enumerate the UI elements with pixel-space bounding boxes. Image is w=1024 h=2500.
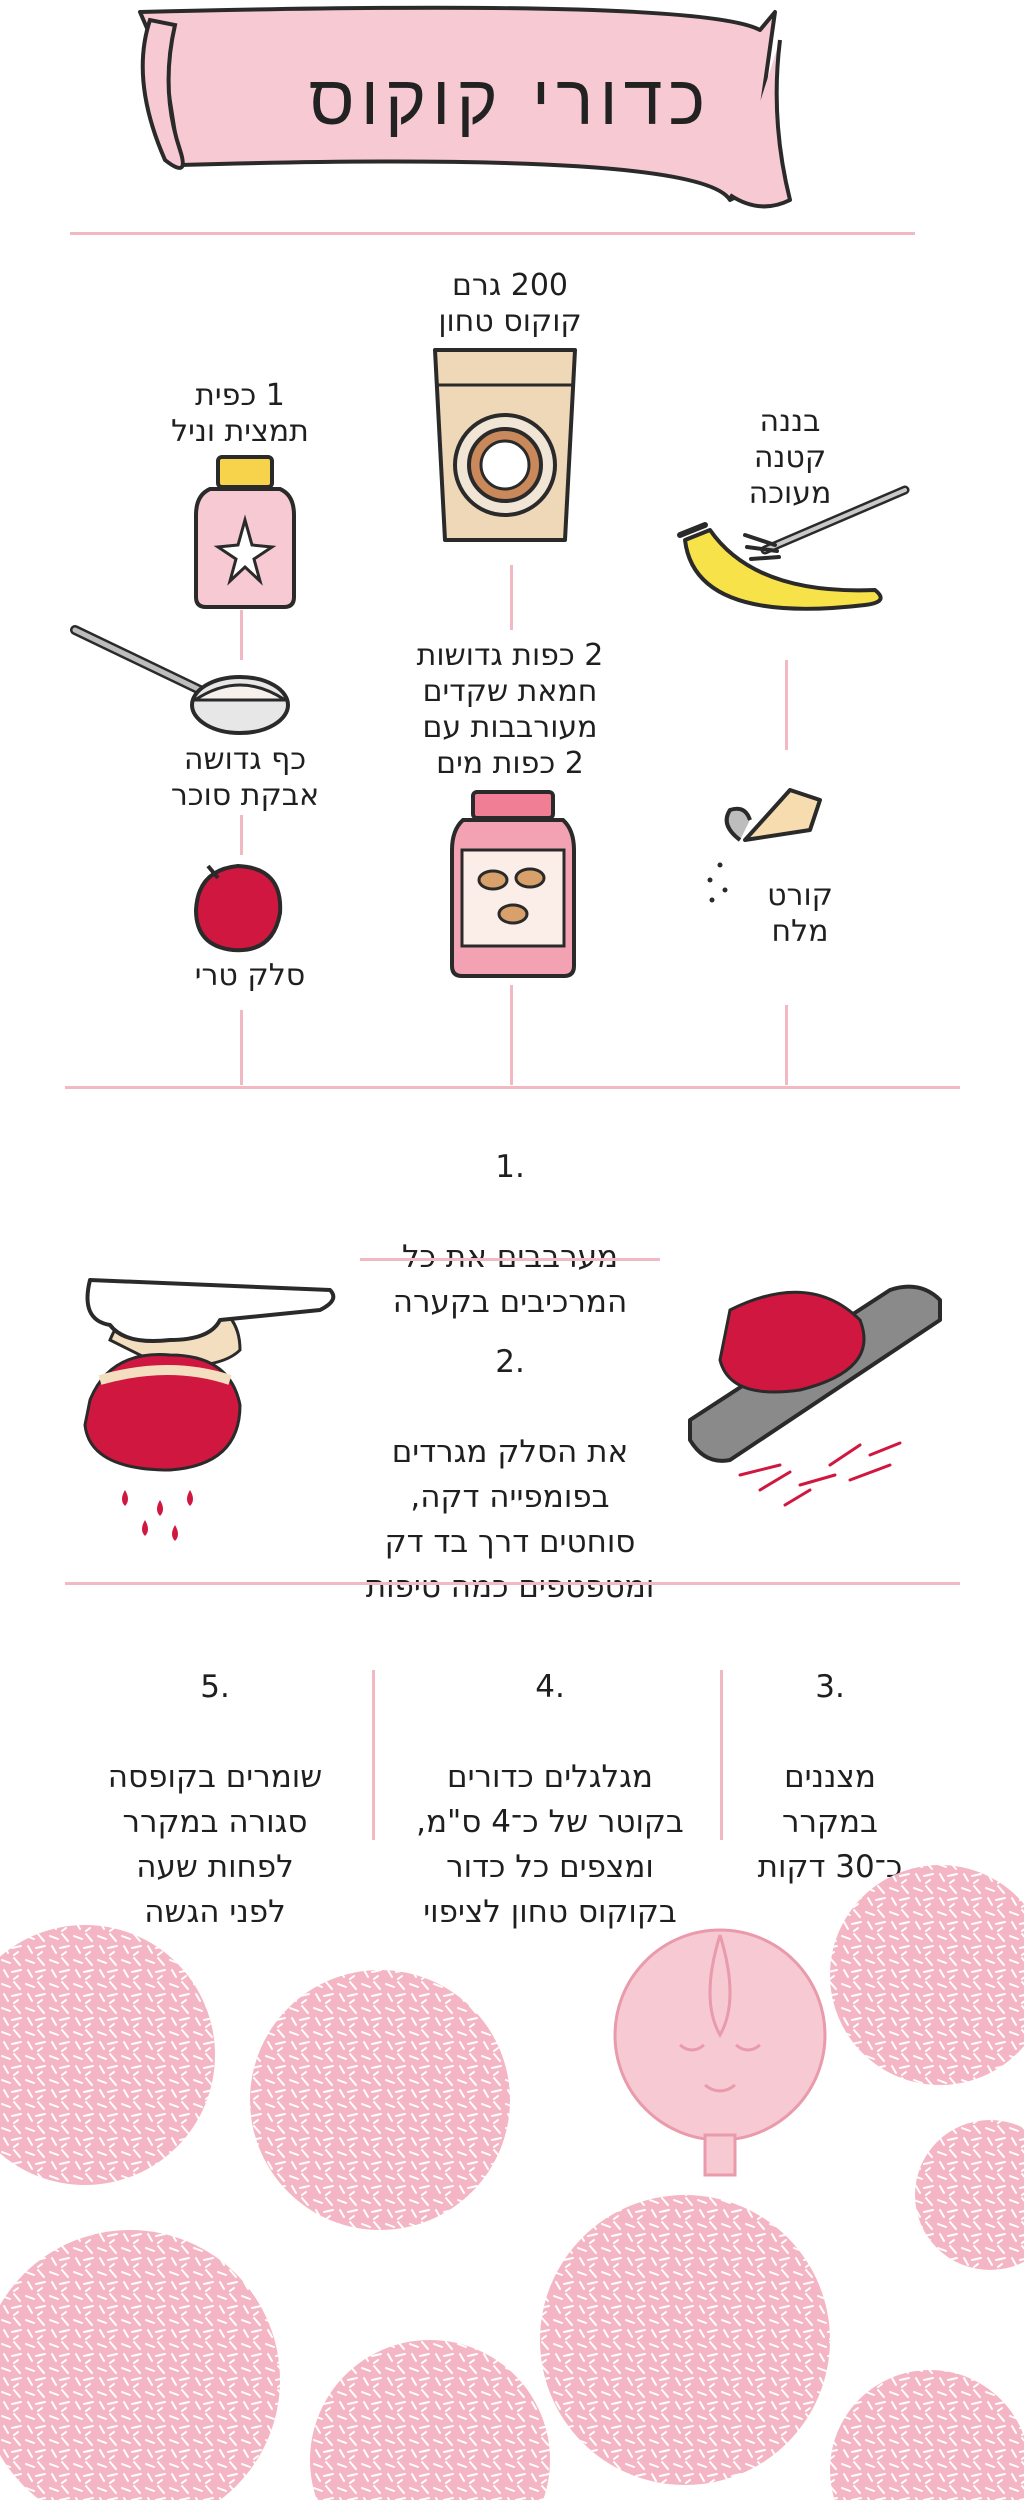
divider <box>785 1005 788 1085</box>
ingredient-banana-label: בננה קטנה מעוכה <box>748 404 832 511</box>
divider <box>360 1258 660 1261</box>
divider <box>510 985 513 1085</box>
step-number: .4 <box>535 1669 565 1705</box>
coconut-ball-icon <box>0 2230 280 2500</box>
coconut-ball-icon <box>830 1865 1024 2085</box>
vanilla-bottle-icon <box>194 455 296 609</box>
coconut-ball-icon <box>250 1970 510 2230</box>
step-2: .2 את הסלק מגרדים בפומפייה דקה, סוחטים ד… <box>330 1295 690 1610</box>
girl-face-icon <box>613 1928 827 2177</box>
beet-icon <box>193 863 283 953</box>
coconut-ball-icon <box>310 2340 550 2500</box>
step-text: מערבבים את כל המרכיבים בקערה <box>392 1239 628 1320</box>
divider <box>372 1670 375 1840</box>
grater-icon <box>688 1284 942 1507</box>
banana-fork-icon <box>677 485 910 611</box>
almond-jar-icon <box>450 790 576 978</box>
step-text: מגלגלים כדורים בקוטר של כ־4 ס"מ, ומצפים … <box>416 1759 684 1930</box>
ingredient-almond-label: 2 כפות גדושות חמאת שקדים מעורבבות עם 2 כ… <box>416 638 604 781</box>
squeezing-hand-icon <box>83 1278 336 1541</box>
divider <box>65 1582 960 1585</box>
coconut-bag-icon <box>433 348 577 542</box>
step-text: שומרים בקופסה סגורה במקרר לפחות שעה לפני… <box>107 1759 323 1930</box>
coconut-ball-icon <box>915 2120 1024 2270</box>
step-4: .4 מגלגלים כדורים בקוטר של כ־4 ס"מ, ומצפ… <box>385 1620 715 1935</box>
divider <box>510 565 513 630</box>
ingredient-salt-label: קורט מלח <box>767 878 833 949</box>
step-text: את הסלק מגרדים בפומפייה דקה, סוחטים דרך … <box>365 1434 655 1605</box>
ingredient-beet-label: סלק טרי <box>194 958 306 993</box>
page-title: כדורי קוקוס <box>308 59 712 141</box>
ingredient-sugar-label: כף גדושה אבקת סוכר <box>170 742 320 813</box>
salt-shaker-icon <box>707 788 822 903</box>
coconut-ball-icon <box>830 2370 1024 2500</box>
step-number: .1 <box>495 1149 525 1185</box>
divider <box>240 1010 243 1085</box>
coconut-ball-icon <box>540 2195 830 2485</box>
step-5: .5 שומרים בקופסה סגורה במקרר לפחות שעה ל… <box>70 1620 360 1935</box>
divider <box>240 610 243 660</box>
divider <box>240 815 243 855</box>
step-number: .3 <box>815 1669 845 1705</box>
step-3: .3 מצננים במקרר כ־30 דקות <box>730 1620 930 1890</box>
ingredient-vanilla-label: 1 כפית תמצית וניל <box>171 378 309 449</box>
ribbon-banner <box>138 5 792 209</box>
coconut-ball-icon <box>0 1925 215 2185</box>
ingredient-coconut-label: 200 גרם קוקוס טחון <box>438 268 582 339</box>
divider <box>720 1670 723 1840</box>
step-1: .1 מערבבים את כל המרכיבים בקערה <box>340 1100 680 1325</box>
spoon-sugar-icon <box>70 625 290 735</box>
step-number: .5 <box>200 1669 230 1705</box>
divider <box>70 232 915 235</box>
coconut-balls-decoration <box>0 1865 1024 2500</box>
divider <box>65 1086 960 1089</box>
step-number: .2 <box>495 1344 525 1380</box>
divider <box>785 660 788 750</box>
